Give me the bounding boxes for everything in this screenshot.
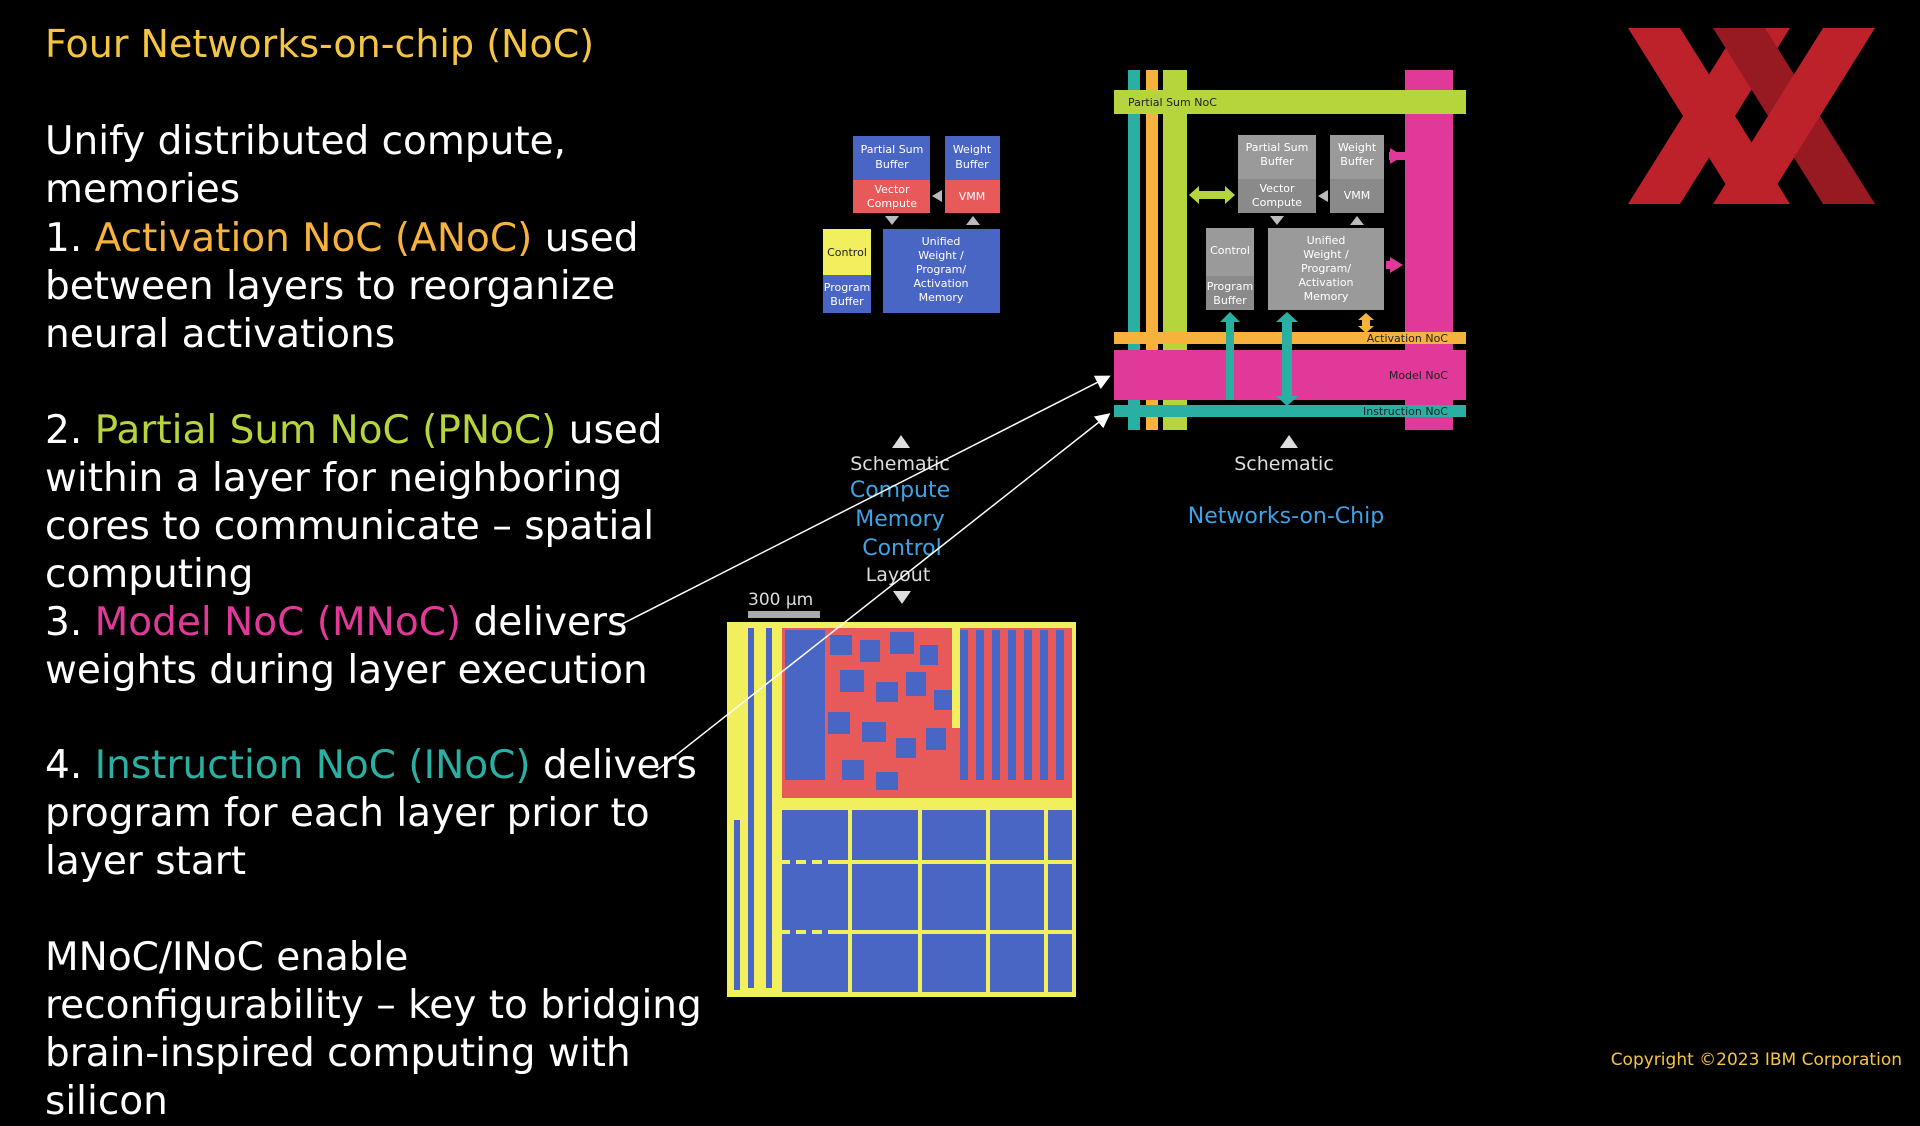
partial-sum-arrow [1189, 186, 1235, 204]
slide-subtitle: Unify distributed compute, memories [45, 119, 567, 212]
control-label: Control [1210, 244, 1250, 257]
inoc-pointer-line [655, 413, 1111, 772]
down-arrow [885, 216, 899, 225]
vector-compute-block [1238, 179, 1316, 213]
slide-title: Four Networks-on-chip (NoC) [45, 22, 595, 66]
model-noc-memory-arrow-stem [1386, 261, 1394, 269]
partial-sum-noc-bar [1114, 90, 1466, 114]
point-number: 1. [45, 216, 83, 261]
program-buffer-block [823, 275, 871, 313]
program-buffer-block [1206, 276, 1254, 310]
divider-stripe [952, 628, 960, 728]
scale-bar [748, 611, 820, 618]
weight-buffer-block [945, 136, 1000, 180]
vmm-label: VMM [1344, 189, 1371, 202]
center-up-triangle [892, 435, 910, 448]
point-text: used within a layer for neighboring core… [45, 408, 663, 597]
point-inoc: 4. Instruction NoC (INoC) delivers progr… [45, 742, 725, 886]
partial-sum-buffer-block [1238, 135, 1316, 179]
point-text: delivers program for each layer prior to… [45, 743, 697, 884]
point-highlight: Activation NoC (ANoC) [94, 216, 533, 261]
instruction-noc-bar [1114, 405, 1466, 417]
activation-arrow [1358, 313, 1374, 333]
model-noc-label: Model NoC [1389, 369, 1448, 382]
point-highlight: Model NoC (MNoC) [94, 600, 462, 645]
point-mnoc: 3. Model NoC (MNoC) delivers weights dur… [45, 599, 725, 695]
instruction-to-memory-arrow-up [1276, 312, 1298, 322]
vmm-label: VMM [959, 190, 986, 203]
instruction-to-memory-stem [1282, 318, 1292, 400]
point-number: 3. [45, 600, 83, 645]
instruction-to-memory-arrow-down [1276, 396, 1298, 406]
model-noc-weight-arrow-stem [1389, 152, 1405, 160]
instruction-noc-label: Instruction NoC [1363, 405, 1448, 418]
vector-compute-block [853, 180, 930, 213]
point-number: 4. [45, 743, 83, 788]
down-arrow [1270, 216, 1284, 225]
control-block [1206, 228, 1254, 276]
control-block [823, 229, 871, 275]
noc-subcaption: Networks-on-Chip [1188, 504, 1384, 529]
up-arrow [1350, 216, 1364, 225]
logo-icon [1628, 28, 1875, 204]
copyright: Copyright ©2023 IBM Corporation [1610, 1050, 1902, 1070]
instruction-to-program-arrow [1220, 312, 1240, 322]
point-highlight: Partial Sum NoC (PNoC) [94, 408, 557, 453]
partial-sum-noc-label: Partial Sum NoC [1128, 96, 1217, 109]
vmm-block [945, 180, 1000, 213]
noc-caption: Schematic [1234, 453, 1334, 475]
compute-blotches [785, 630, 956, 790]
point-number: 2. [45, 408, 83, 453]
up-arrow [966, 216, 980, 225]
center-schematic-label: Schematic [850, 453, 950, 475]
center-compute-label: Compute [850, 478, 950, 503]
mnoc-pointer-line [617, 375, 1111, 627]
center-memory-label: Memory [855, 507, 944, 532]
vmm-block [1330, 179, 1384, 213]
weight-buffer-block [1330, 135, 1384, 179]
partial-sum-buffer-block [853, 136, 930, 180]
noc-schematic: Partial Sum NoC Activation NoC Model NoC… [1114, 70, 1466, 529]
left-bars [734, 628, 828, 990]
unified-memory-block [1268, 228, 1384, 310]
instruction-to-program-stem [1226, 318, 1234, 400]
point-highlight: Instruction NoC (INoC) [94, 743, 531, 788]
grid-lines [782, 810, 1072, 992]
control-label: Control [827, 246, 867, 259]
unified-memory-block [883, 229, 1000, 313]
vmm-to-vector-arrow [1318, 190, 1328, 202]
point-text: delivers weights during layer execution [45, 600, 648, 693]
caption-up-triangle [1280, 435, 1298, 448]
chip-layout: 300 µm [727, 590, 1076, 997]
point-text: used between layers to reorganize neural… [45, 216, 639, 357]
vmm-to-vector-arrow [932, 190, 942, 202]
point-anoc: 1. Activation NoC (ANoC) used between la… [45, 215, 725, 359]
activation-noc-label: Activation NoC [1367, 332, 1449, 345]
compute-region [782, 810, 1072, 992]
scale-bar-label: 300 µm [748, 590, 813, 610]
closing-statement: MNoC/INoC enable reconfigurability – key… [45, 935, 702, 1124]
weight-stripes [960, 630, 1064, 780]
center-down-triangle [893, 591, 911, 604]
center-layout-label: Layout [866, 564, 931, 586]
center-control-label: Control [862, 536, 942, 561]
point-pnoc: 2. Partial Sum NoC (PNoC) used within a … [45, 407, 725, 599]
